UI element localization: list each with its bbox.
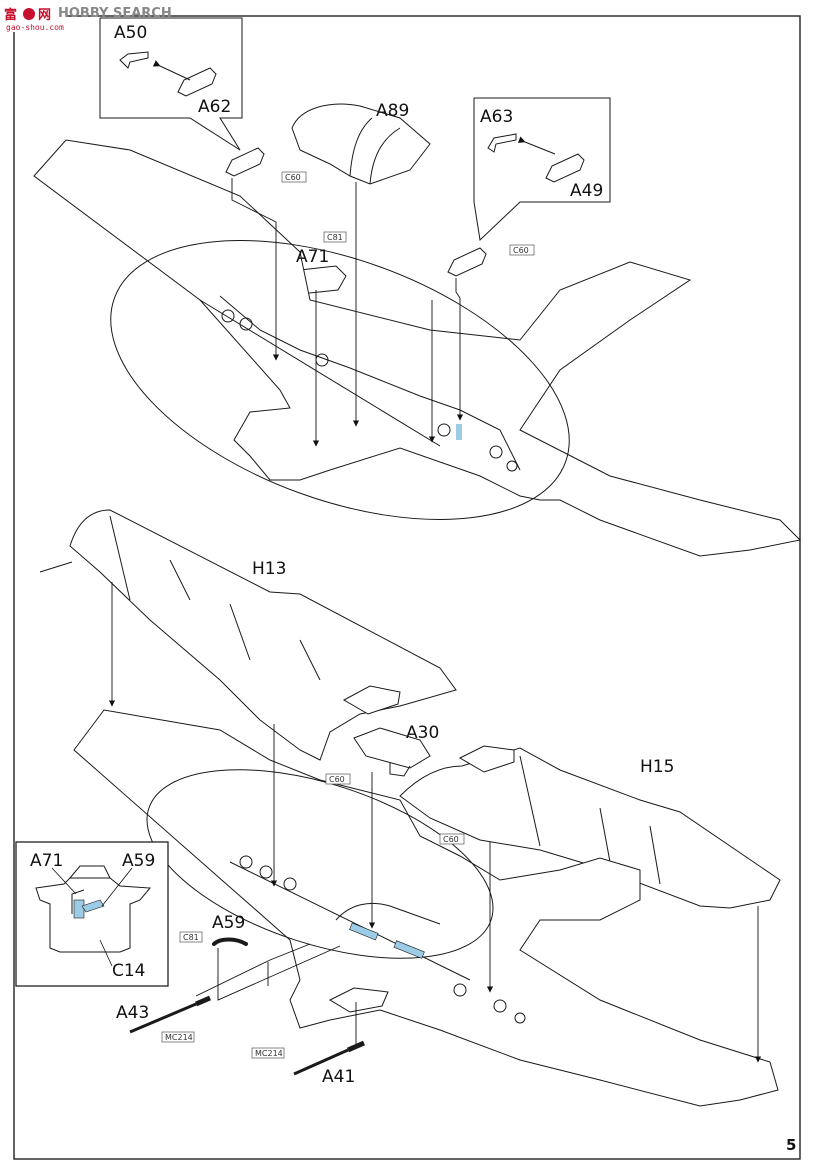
top-step-guides — [231, 178, 464, 447]
part-a62 — [177, 67, 217, 97]
detail-box-right — [473, 97, 611, 242]
part-a89 — [291, 103, 431, 185]
ref-mc214-b: MC214 — [255, 1049, 283, 1058]
watermark-logo: 富 — [4, 7, 17, 23]
glue-highlight-top — [456, 424, 462, 440]
label-h13: H13 — [252, 559, 286, 579]
ref-c60-bottom-b: C60 — [443, 835, 459, 844]
part-a43 — [129, 1002, 197, 1034]
label-a63: A63 — [480, 107, 513, 127]
part-a59 — [212, 937, 248, 946]
detail-box-left — [99, 18, 241, 151]
inset-label-a59: A59 — [122, 851, 155, 871]
wing-lower-half-bottom — [73, 709, 779, 1107]
label-a41: A41 — [322, 1067, 355, 1087]
page-number: 5 — [786, 1136, 796, 1154]
part-a49-installed — [447, 247, 487, 277]
label-a71: A71 — [296, 247, 329, 267]
ref-c60-top-b: C60 — [513, 246, 529, 255]
part-a62-installed — [225, 147, 265, 177]
ref-boxes-bottom: C60 C60 C81 MC214 MC214 — [161, 773, 465, 1059]
ref-mc214-a: MC214 — [165, 1033, 193, 1042]
part-a30 — [353, 727, 431, 769]
label-h15: H15 — [640, 757, 674, 777]
page-frame — [13, 15, 801, 1160]
watermark-url: gao-shou.com — [6, 23, 64, 32]
watermark-logo-2: 网 — [38, 8, 51, 23]
wing-lower-half — [33, 139, 802, 557]
label-a62: A62 — [198, 97, 231, 117]
inset-label-c14: C14 — [112, 961, 146, 981]
ref-boxes-top: C60 C81 C60 — [281, 171, 535, 256]
glue-highlights-bottom — [73, 899, 425, 959]
part-a50 — [119, 51, 149, 69]
ref-c60-top-a: C60 — [285, 173, 301, 182]
label-a49: A49 — [570, 181, 603, 201]
part-a41 — [293, 1048, 349, 1076]
watermark-brand: HOBBY SEARCH — [58, 6, 172, 21]
label-a43: A43 — [116, 1003, 149, 1023]
inset-label-a71: A71 — [30, 851, 63, 871]
label-a59: A59 — [212, 913, 245, 933]
label-a50: A50 — [114, 23, 147, 43]
label-a30: A30 — [406, 723, 439, 743]
watermark: 富 网 HOBBY SEARCH gao-shou.com — [2, 2, 172, 32]
top-step — [33, 17, 802, 557]
ref-c81-top: C81 — [327, 233, 343, 242]
inset-bay — [35, 877, 152, 953]
part-a49 — [545, 153, 585, 183]
ref-c60-bottom-a: C60 — [329, 775, 345, 784]
inset-leaders — [51, 867, 133, 967]
part-a63 — [487, 133, 517, 153]
bottom-step-guides — [108, 582, 762, 1063]
ref-c81-bottom: C81 — [183, 933, 199, 942]
bottom-step — [15, 509, 781, 1107]
label-a89: A89 — [376, 101, 409, 121]
